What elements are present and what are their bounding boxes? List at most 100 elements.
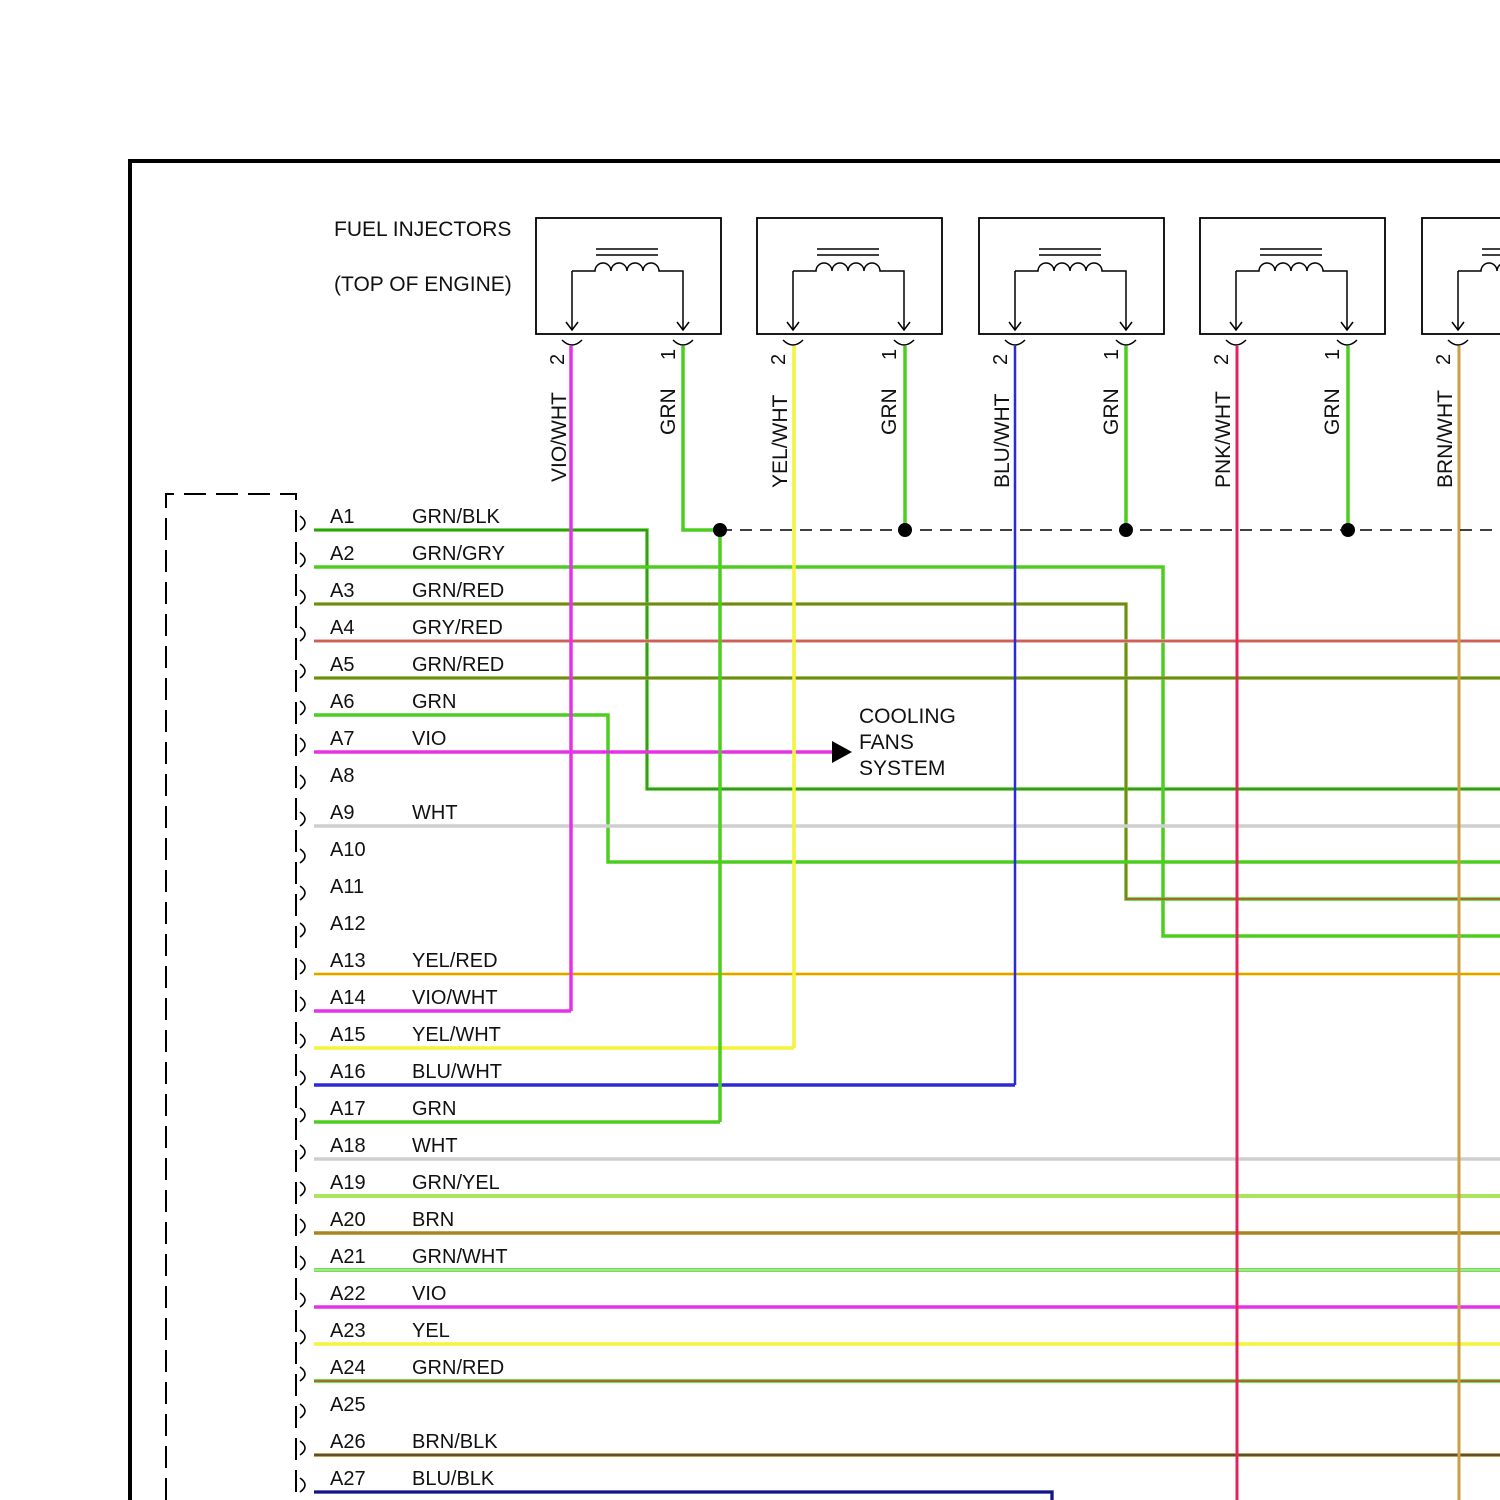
coil-icon xyxy=(1458,249,1500,330)
pin-A18-id: A18 xyxy=(330,1135,366,1157)
fuel-injector-3: 21BLU/WHTGRN xyxy=(979,218,1164,488)
pin-A19-wire: GRN/YEL xyxy=(412,1172,500,1194)
injector-wire-1-label: GRN xyxy=(1321,388,1344,435)
pin-A13-id: A13 xyxy=(330,950,366,972)
fuel-injectors-location: (TOP OF ENGINE) xyxy=(334,273,512,296)
pin-A15-terminal xyxy=(300,1034,305,1048)
pin-A2-id: A2 xyxy=(330,543,354,565)
pin-A6-wire: GRN xyxy=(412,691,456,713)
injector-1-pin-1-wire xyxy=(683,346,720,1122)
terminal-socket xyxy=(562,340,582,345)
pin-A22-id: A22 xyxy=(330,1283,366,1305)
pin-A24-terminal xyxy=(300,1367,305,1381)
pin-A7-id: A7 xyxy=(330,728,354,750)
pin-A13-terminal xyxy=(300,960,305,974)
pin-A26-id: A26 xyxy=(330,1431,366,1453)
splice-points xyxy=(713,523,1500,537)
coil-icon xyxy=(1015,249,1126,330)
pin-A24-id: A24 xyxy=(330,1357,366,1379)
injector-pin-2-label: 2 xyxy=(1433,354,1455,365)
pin-A5-terminal xyxy=(300,664,305,678)
pin-A13-wire: YEL/RED xyxy=(412,950,498,972)
pin-A8-terminal xyxy=(300,775,305,789)
injector-wire-1-label: GRN xyxy=(1100,388,1123,435)
pin-A7-terminal xyxy=(300,738,305,752)
pin-A9-terminal xyxy=(300,812,305,826)
pin-A3-wire: GRN/RED xyxy=(412,580,504,602)
injector-wire-2-label: YEL/WHT xyxy=(769,394,792,488)
pin-A23-wire: YEL xyxy=(412,1320,450,1342)
injector-pin-1-label: 1 xyxy=(1322,349,1344,360)
coil-leads xyxy=(793,271,904,330)
injector-pin-2-label: 2 xyxy=(990,354,1012,365)
pin-A12-terminal xyxy=(300,923,305,937)
injector-body xyxy=(1200,218,1385,334)
injector-wire-2-label: BRN/WHT xyxy=(1434,390,1457,488)
pin-A18-terminal xyxy=(300,1145,305,1159)
pin-A27-wire: BLU/BLK xyxy=(412,1468,495,1490)
pin-A23-terminal xyxy=(300,1330,305,1344)
pin-A2-terminal xyxy=(300,553,305,567)
pin-A20-wire: BRN xyxy=(412,1209,454,1231)
coil-leads xyxy=(1458,271,1500,330)
injector-pin-2-label: 2 xyxy=(547,354,569,365)
pin-A19-id: A19 xyxy=(330,1172,366,1194)
pin-A5-wire: GRN/RED xyxy=(412,654,504,676)
pin-A11-id: A11 xyxy=(330,876,364,898)
injector-wire-1-label: GRN xyxy=(657,388,680,435)
coil-winding xyxy=(1015,263,1125,271)
coil-leads xyxy=(1015,271,1126,330)
splice-dot-2 xyxy=(898,523,912,537)
coil-leads xyxy=(1236,271,1347,330)
terminal-socket xyxy=(1005,340,1025,345)
pin-A4-id: A4 xyxy=(330,617,354,639)
injector-pin-2-label: 2 xyxy=(768,354,790,365)
coil-winding xyxy=(1458,263,1500,271)
pin-A19-terminal xyxy=(300,1182,305,1196)
injector-pin-2-label: 2 xyxy=(1211,354,1233,365)
coil-icon xyxy=(793,249,904,330)
pin-A22-wire: VIO xyxy=(412,1283,446,1305)
splice-dot-4 xyxy=(1341,523,1355,537)
pin-A26-wire: BRN/BLK xyxy=(412,1431,498,1453)
pin-A2-wire: GRN/GRY xyxy=(412,543,505,565)
wire-A27 xyxy=(314,1492,1052,1500)
terminal-socket xyxy=(783,340,803,345)
fuel-injector-4: 21PNK/WHTGRN xyxy=(1200,218,1385,488)
pin-A26-terminal xyxy=(300,1441,305,1455)
terminal-socket xyxy=(1226,340,1246,345)
pin-A14-wire: VIO/WHT xyxy=(412,987,498,1009)
injector-body xyxy=(536,218,721,334)
injector-pin-1-label: 1 xyxy=(658,349,680,360)
pin-A5-id: A5 xyxy=(330,654,354,676)
pin-A15-wire: YEL/WHT xyxy=(412,1024,501,1046)
fuel-injector-5: 2BRN/WHT xyxy=(1422,218,1500,488)
terminal-socket xyxy=(1448,340,1468,345)
cooling-fans-line3: SYSTEM xyxy=(859,757,945,780)
coil-icon xyxy=(572,249,683,330)
pin-A20-terminal xyxy=(300,1219,305,1233)
pin-A25-terminal xyxy=(300,1404,305,1418)
pin-A10-terminal xyxy=(300,849,305,863)
coil-winding xyxy=(793,263,903,271)
pin-A17-id: A17 xyxy=(330,1098,366,1120)
ecm-connector-outline xyxy=(166,494,296,1500)
injector-1-pin-1-wire-main xyxy=(683,346,720,1122)
pin-A9-id: A9 xyxy=(330,802,354,824)
pin-A7-wire: VIO xyxy=(412,728,446,750)
terminal-socket xyxy=(894,340,914,345)
pin-A15-id: A15 xyxy=(330,1024,366,1046)
pin-A3-terminal xyxy=(300,590,305,604)
cooling-fans-line2: FANS xyxy=(859,731,914,754)
cooling-fans-line1: COOLING xyxy=(859,705,956,728)
fuel-injector-1: 21VIO/WHTGRN xyxy=(536,218,721,482)
pin-A20-id: A20 xyxy=(330,1209,366,1231)
pin-A4-wire: GRY/RED xyxy=(412,617,503,639)
pin-A16-id: A16 xyxy=(330,1061,366,1083)
pin-A25-id: A25 xyxy=(330,1394,366,1416)
pin-A1-wire: GRN/BLK xyxy=(412,506,500,528)
pin-A14-id: A14 xyxy=(330,987,366,1009)
pin-A1-id: A1 xyxy=(330,506,354,528)
